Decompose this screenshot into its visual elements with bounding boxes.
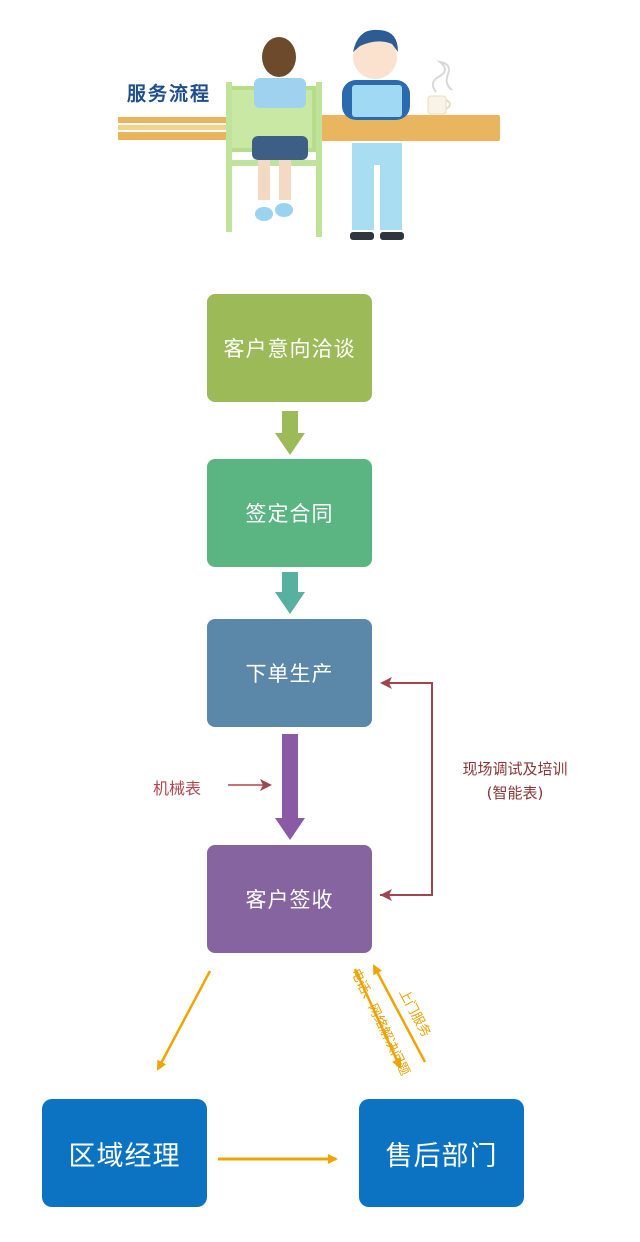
arrow-step1-to-step2	[275, 411, 305, 455]
arrow-step2-to-step3	[275, 572, 305, 614]
onsite-training-line1: 现场调试及培训	[462, 760, 568, 778]
after-sales-box: 售后部门	[359, 1099, 524, 1207]
step-order-production: 下单生产	[207, 619, 372, 727]
arrow-step3-to-step4	[275, 734, 305, 840]
step-customer-negotiation: 客户意向洽谈	[207, 294, 372, 402]
hero-illustration: 服务流程	[0, 0, 640, 250]
onsite-loop-arrow	[380, 677, 433, 901]
mechanical-watch-label: 机械表	[153, 779, 202, 798]
arrow-door-service	[372, 964, 427, 1063]
step-label: 客户签收	[245, 888, 334, 912]
step-label: 下单生产	[245, 662, 334, 686]
box-label: 售后部门	[385, 1140, 498, 1172]
step-sign-contract: 签定合同	[207, 459, 372, 567]
onsite-training-label: 现场调试及培训 (智能表)	[440, 757, 590, 805]
step-label: 签定合同	[245, 502, 334, 526]
step-customer-receipt: 客户签收	[207, 845, 372, 953]
box-label: 区域经理	[68, 1140, 181, 1172]
office-scene-graphic	[118, 29, 500, 240]
regional-manager-box: 区域经理	[42, 1099, 207, 1207]
step-label: 客户意向洽谈	[223, 337, 356, 361]
arrow-phone-network	[353, 968, 402, 1069]
arrow-to-regional-manager	[156, 970, 212, 1071]
onsite-training-line2: (智能表)	[486, 784, 544, 802]
page-title: 服务流程	[127, 83, 212, 105]
